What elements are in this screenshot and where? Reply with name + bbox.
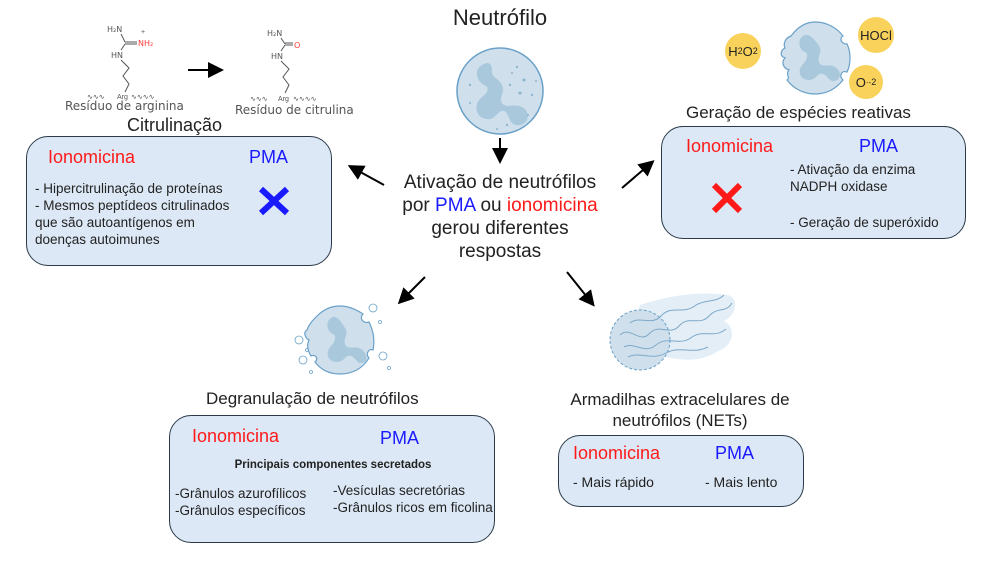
svg-text:HN: HN — [271, 52, 283, 61]
ros-box: Ionomicina PMA - Ativação da enzima NADP… — [661, 126, 966, 239]
activation-por: por — [402, 195, 436, 216]
nets-title: Armadilhas extracelulares de neutrófilos… — [540, 389, 820, 431]
ros-neutrophil-icon — [780, 21, 851, 95]
nets-title-line-2: neutrófilos (NETs) — [612, 411, 748, 430]
activation-ou: ou — [475, 195, 507, 216]
arginine-structure-icon: H₂N NH₂ + HN ∿∿∿ Arg ∿∿∿∿ — [87, 25, 155, 101]
nets-ionomycin-label: Ionomicina — [573, 443, 661, 463]
citrulination-ionomycin-list: - Hipercitrulinação de proteínas - Mesmo… — [35, 180, 245, 248]
degranulation-right-list: -Vesículas secretórias -Grânulos ricos e… — [333, 482, 493, 516]
activation-pma: PMA — [435, 195, 476, 216]
degranulation-right-item: -Vesículas secretórias — [333, 483, 466, 498]
degranulating-neutrophil-icon — [294, 303, 391, 375]
nets-pma-item: - Mais lento — [705, 474, 778, 490]
arrow-to-nets — [566, 271, 595, 307]
degranulation-ionomycin-label: Ionomicina — [192, 426, 280, 446]
arrow-to-citrulination — [347, 165, 385, 186]
nets-pma-label: PMA — [715, 443, 755, 463]
pma-no-effect-x-icon — [258, 186, 290, 216]
svg-text:∿∿∿: ∿∿∿ — [250, 96, 268, 103]
svg-text:NH₂: NH₂ — [138, 39, 153, 48]
ros-title: Geração de espécies reativas — [686, 103, 911, 122]
activation-ionomycin: ionomicina — [506, 195, 598, 216]
citrulination-item: - Mesmos peptídeos citrulinados que são … — [35, 198, 230, 247]
ros-pma-item: - Geração de superóxido — [790, 215, 939, 230]
svg-text:H₂N: H₂N — [267, 29, 282, 38]
svg-text:+: + — [141, 29, 145, 36]
citrulination-box: Ionomicina PMA - Hipercitrulinação de pr… — [26, 136, 332, 266]
svg-text:O: O — [294, 41, 300, 50]
net-release-icon — [609, 293, 736, 371]
citrulline-label: Resíduo de citrulina — [235, 103, 354, 117]
nets-box: Ionomicina PMA - Mais rápido - Mais lent… — [558, 435, 804, 507]
superoxide-bubble: O·-2 — [849, 65, 883, 99]
citrulline-structure-icon: H₂N O HN ∿∿∿ Arg ∿∿∿∿ — [250, 29, 317, 103]
citrulination-pma-label: PMA — [249, 147, 289, 167]
citrulination-title: Citrulinação — [127, 115, 223, 135]
ros-pma-item: - Ativação da enzima NADPH oxidase — [790, 162, 916, 194]
arginine-label: Resíduo de arginina — [65, 99, 184, 113]
nets-ionomycin-item: - Mais rápido — [573, 474, 654, 490]
svg-text:∿∿∿∿: ∿∿∿∿ — [131, 94, 155, 101]
degranulation-title: Degranulação de neutrófilos — [206, 389, 419, 408]
degranulation-left-item: -Grânulos específicos — [175, 503, 306, 518]
svg-text:H₂N: H₂N — [107, 25, 122, 34]
svg-text:HN: HN — [111, 51, 123, 60]
arrow-to-ros — [621, 160, 655, 189]
arrow-to-degranulation — [397, 276, 426, 305]
activation-line-3: gerou diferentes — [431, 218, 569, 239]
arg-abbrev: Arg — [117, 94, 128, 101]
degranulation-box: Ionomicina PMA Principais componentes se… — [169, 415, 495, 543]
svg-text:∿∿∿: ∿∿∿ — [87, 94, 105, 101]
activation-line-4: respostas — [458, 241, 542, 262]
ionomycin-no-effect-x-icon — [711, 182, 743, 214]
degranulation-right-item: -Grânulos ricos em ficolina — [333, 500, 493, 515]
degranulation-pma-label: PMA — [380, 428, 420, 448]
activation-line-2: por PMA ou ionomicina — [390, 194, 610, 217]
degranulation-left-list: -Grânulos azurofílicos -Grânulos específ… — [175, 485, 325, 519]
neutrophil-title: Neutrófilo — [452, 5, 548, 30]
hocl-bubble: HOCl — [858, 17, 894, 53]
degranulation-left-item: -Grânulos azurofílicos — [175, 486, 307, 501]
activation-text: Ativação de neutrófilos por PMA ou ionom… — [390, 171, 610, 263]
neutrophil-cell-icon — [456, 47, 544, 135]
citrulination-item: - Hipercitrulinação de proteínas — [35, 181, 223, 196]
activation-line-1: Ativação de neutrófilos — [403, 172, 597, 193]
svg-text:∿∿∿∿: ∿∿∿∿ — [293, 96, 317, 103]
ros-ionomycin-label: Ionomicina — [686, 136, 774, 156]
nets-title-line-1: Armadilhas extracelulares de — [570, 390, 790, 409]
svg-text:Arg: Arg — [278, 96, 289, 103]
ros-pma-label: PMA — [859, 136, 899, 156]
degranulation-subtitle: Principais componentes secretados — [234, 459, 432, 471]
citrulination-ionomycin-label: Ionomicina — [48, 147, 136, 167]
